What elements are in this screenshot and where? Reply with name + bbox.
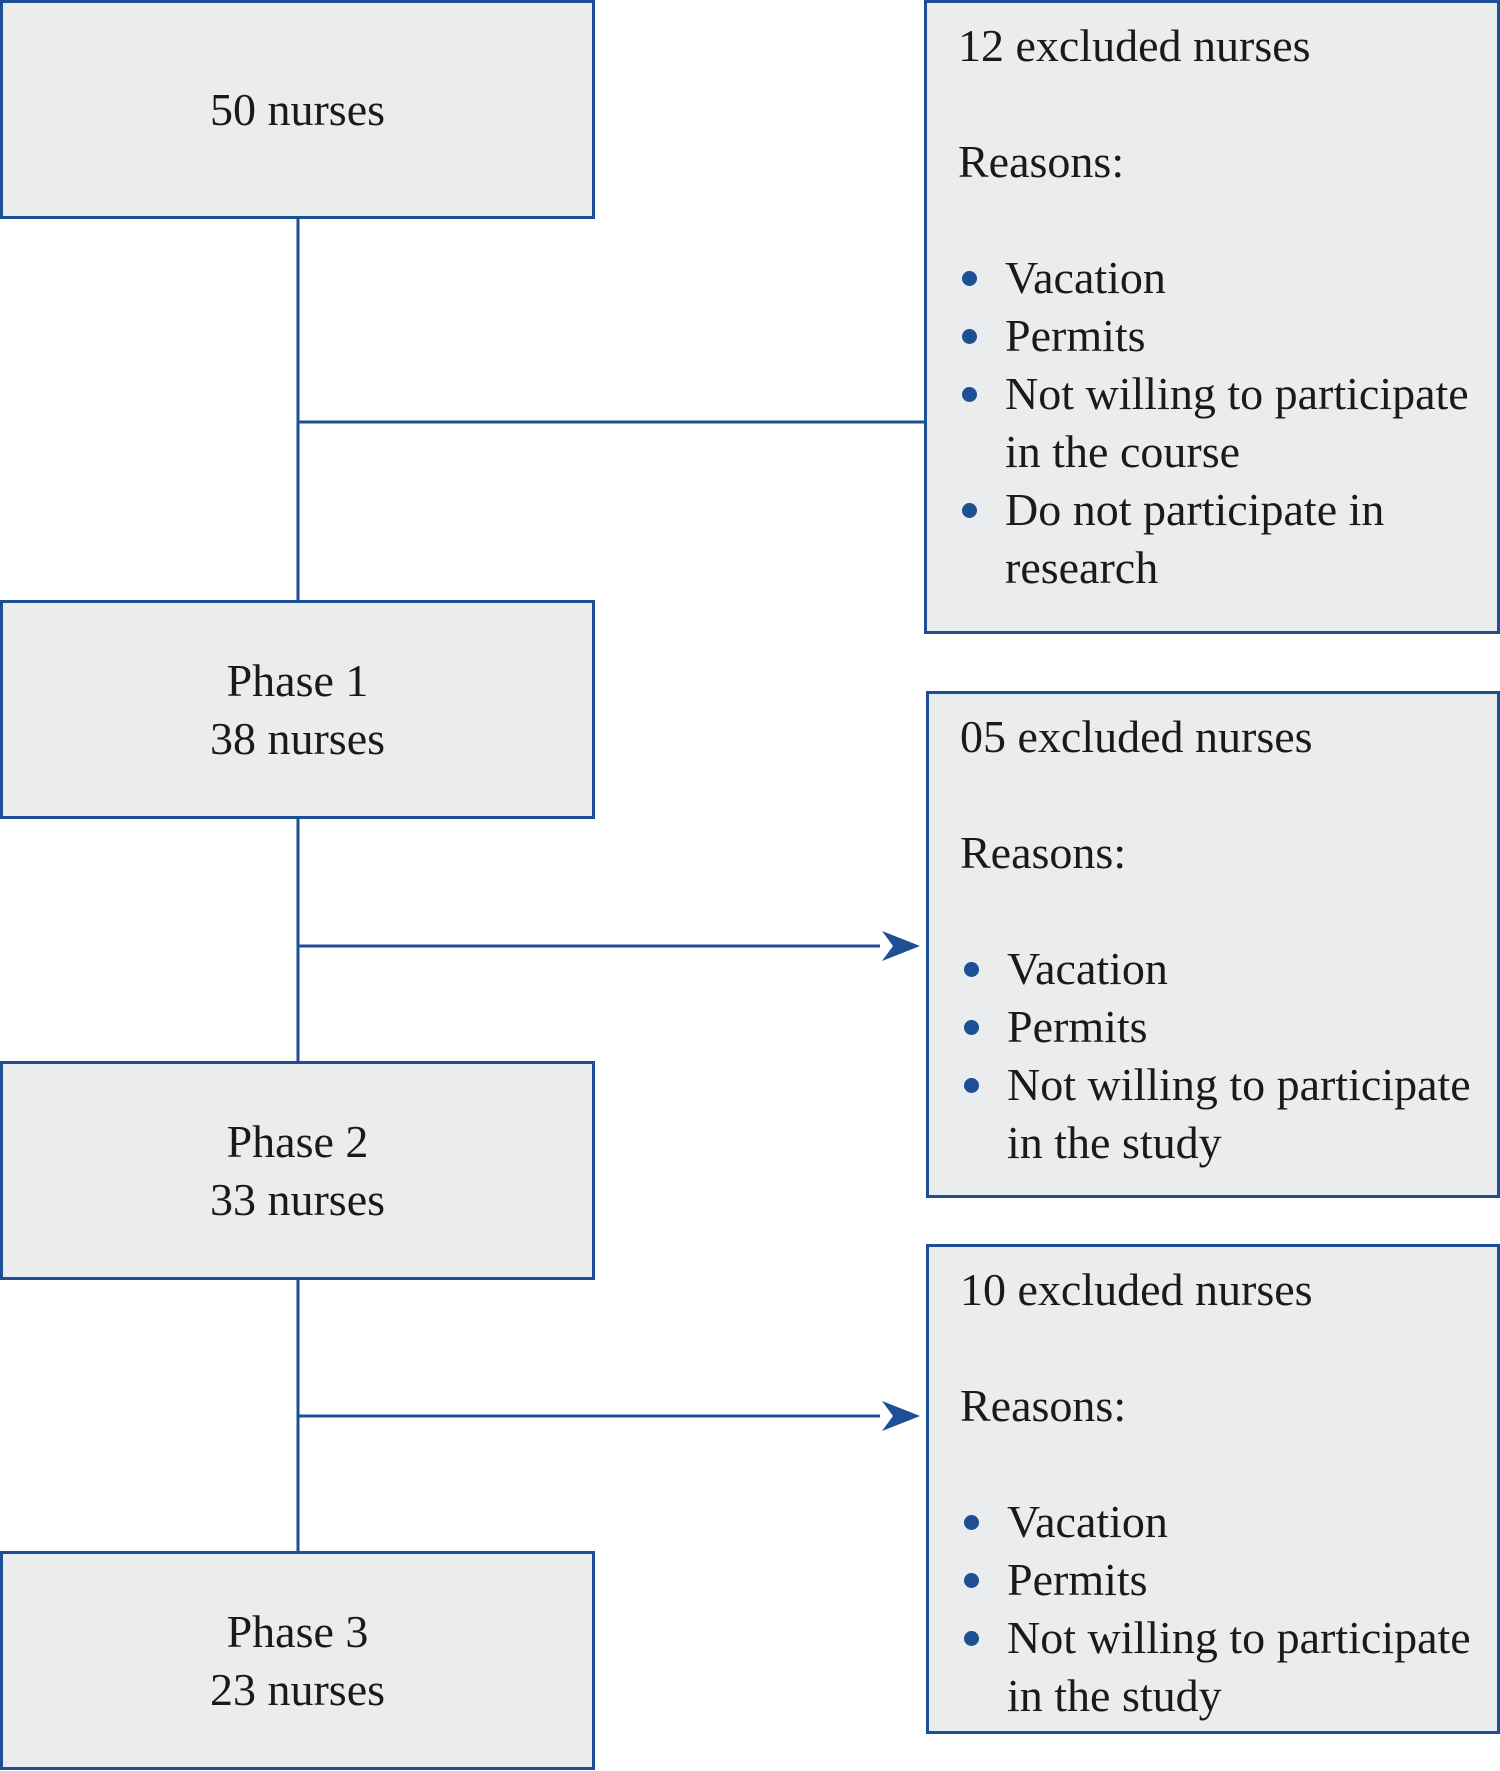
exclusion-3-title: 10 excluded nurses: [960, 1264, 1313, 1315]
list-item: Permits: [960, 998, 1497, 1056]
arrowhead-exclusion-2: [882, 931, 920, 961]
reason-text: Vacation: [1007, 1496, 1168, 1547]
phase-3-label: Phase 3: [226, 1605, 369, 1657]
reason-text: Do not participate in research: [1005, 484, 1385, 593]
phase-2-count: 33 nurses: [209, 1173, 386, 1225]
list-item: Not willing to participate in the course: [958, 365, 1497, 481]
list-item: Vacation: [958, 249, 1497, 307]
bullet-icon: [964, 1631, 979, 1646]
exclusion-1-title: 12 excluded nurses: [958, 20, 1311, 71]
reason-text: Vacation: [1007, 943, 1168, 994]
bullet-icon: [964, 1573, 979, 1588]
list-item: Vacation: [960, 1493, 1497, 1551]
bullet-icon: [962, 271, 977, 286]
exclusion-box-3: 10 excluded nurses Reasons: Vacation Per…: [926, 1244, 1500, 1734]
list-item: Not willing to participate in the study: [960, 1609, 1497, 1725]
reason-text: Permits: [1007, 1554, 1148, 1605]
reason-text: Not willing to participate in the study: [1007, 1059, 1471, 1168]
exclusion-box-2: 05 excluded nurses Reasons: Vacation Per…: [926, 691, 1500, 1198]
exclusion-3-reasons-label: Reasons:: [960, 1380, 1127, 1431]
phase-3-box: Phase 3 23 nurses: [0, 1551, 595, 1770]
exclusion-1-reason-list: Vacation Permits Not willing to particip…: [958, 249, 1497, 597]
reason-text: Not willing to participate in the course: [1005, 368, 1469, 477]
exclusion-3-reason-list: Vacation Permits Not willing to particip…: [960, 1493, 1497, 1725]
phase-2-box: Phase 2 33 nurses: [0, 1061, 595, 1280]
reason-text: Not willing to participate in the study: [1007, 1612, 1471, 1721]
bullet-icon: [964, 962, 979, 977]
start-box: 50 nurses: [0, 0, 595, 219]
reason-text: Vacation: [1005, 252, 1166, 303]
list-item: Permits: [960, 1551, 1497, 1609]
bullet-icon: [964, 1020, 979, 1035]
list-item: Vacation: [960, 940, 1497, 998]
bullet-icon: [962, 387, 977, 402]
phase-1-count: 38 nurses: [209, 712, 386, 764]
list-item: Do not participate in research: [958, 481, 1497, 597]
exclusion-1-reasons-label: Reasons:: [958, 136, 1125, 187]
start-count: 50 nurses: [209, 83, 386, 135]
exclusion-2-title: 05 excluded nurses: [960, 711, 1313, 762]
exclusion-box-1: 12 excluded nurses Reasons: Vacation Per…: [924, 0, 1500, 634]
list-item: Not willing to participate in the study: [960, 1056, 1497, 1172]
exclusion-2-reasons-label: Reasons:: [960, 827, 1127, 878]
phase-3-count: 23 nurses: [209, 1663, 386, 1715]
reason-text: Permits: [1007, 1001, 1148, 1052]
reason-text: Permits: [1005, 310, 1146, 361]
list-item: Permits: [958, 307, 1497, 365]
phase-1-box: Phase 1 38 nurses: [0, 600, 595, 819]
phase-2-label: Phase 2: [226, 1115, 369, 1167]
bullet-icon: [964, 1078, 979, 1093]
bullet-icon: [962, 329, 977, 344]
bullet-icon: [962, 503, 977, 518]
exclusion-2-reason-list: Vacation Permits Not willing to particip…: [960, 940, 1497, 1172]
arrowhead-exclusion-3: [882, 1401, 920, 1431]
phase-1-label: Phase 1: [226, 654, 369, 706]
bullet-icon: [964, 1515, 979, 1530]
